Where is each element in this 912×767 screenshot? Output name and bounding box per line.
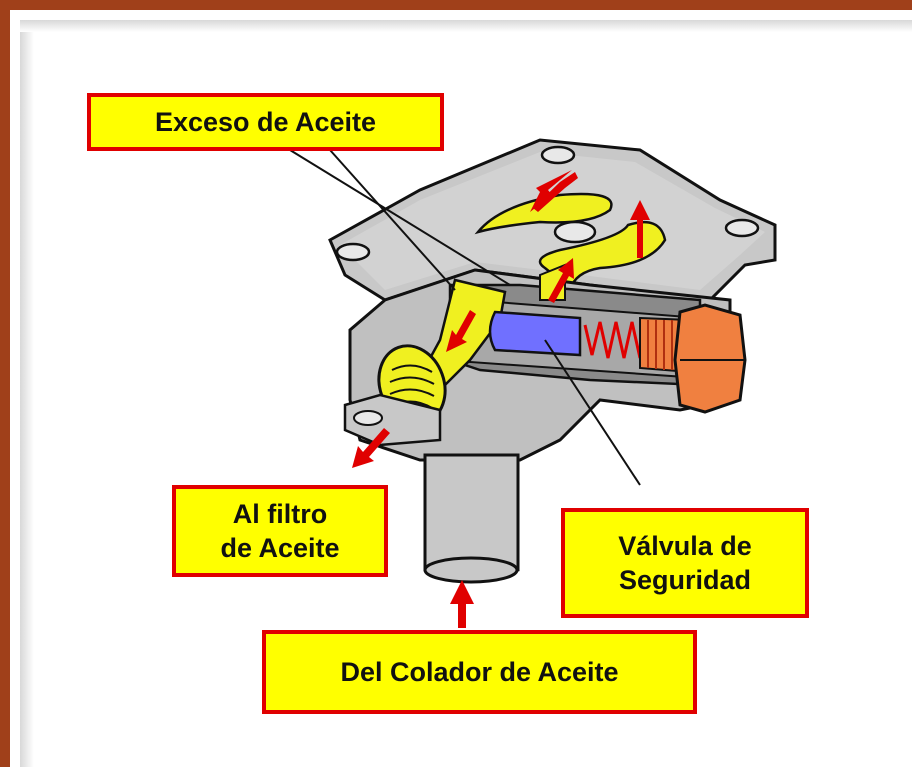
mount-hole-top xyxy=(540,145,576,165)
flow-arrows xyxy=(352,170,650,628)
mount-hole-right xyxy=(724,218,760,238)
label-safety-valve-line1: Válvula de xyxy=(618,531,752,561)
label-from-oil-strainer: Del Colador de Aceite xyxy=(262,630,697,714)
flow-arrow-to-filter xyxy=(352,428,390,468)
label-excess-oil-text: Exceso de Aceite xyxy=(154,107,377,137)
oil-channel-upper xyxy=(474,192,613,235)
label-to-oil-filter: Al filtro de Aceite xyxy=(172,485,388,577)
label-safety-valve-line2: Seguridad xyxy=(618,565,752,595)
mount-hole-left xyxy=(335,242,371,262)
label-from-oil-strainer-text: Del Colador de Aceite xyxy=(340,657,619,687)
flow-arrow-middle-up xyxy=(548,258,574,303)
inlet-pipe-bottom xyxy=(423,556,519,584)
flow-arrow-inlet xyxy=(450,580,474,628)
flow-arrow-right-up xyxy=(630,200,650,258)
flow-arrow-internal xyxy=(446,310,476,352)
lower-ear-hole xyxy=(353,410,383,426)
label-excess-oil: Exceso de Aceite xyxy=(87,93,444,151)
frame-shadow-left xyxy=(20,20,34,767)
mount-hole-center xyxy=(553,220,597,244)
lower-ear xyxy=(343,393,442,447)
label-to-oil-filter-line1: Al filtro xyxy=(232,499,328,529)
frame-shadow-top xyxy=(20,20,912,32)
relief-valve-spring xyxy=(583,321,650,359)
relief-valve-plunger xyxy=(488,310,582,357)
label-safety-valve: Válvula de Seguridad xyxy=(561,508,809,618)
label-to-oil-filter-line2: de Aceite xyxy=(220,533,340,563)
valve-plug-hex-head xyxy=(673,303,747,414)
